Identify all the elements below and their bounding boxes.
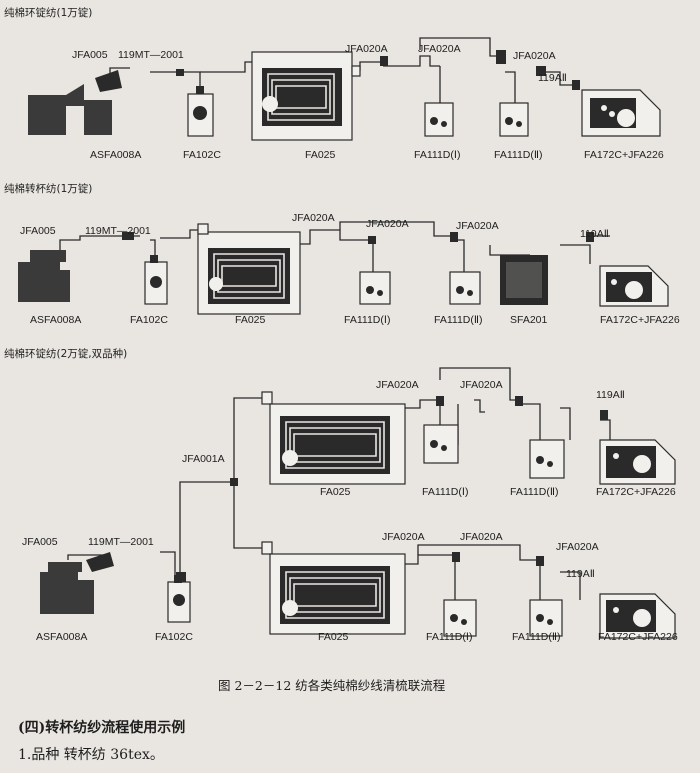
node-label: FA025	[305, 149, 336, 161]
node-label: 119AⅡ	[538, 72, 567, 84]
section-heading: (四)转杯纺纱流程使用示例	[18, 720, 186, 736]
node-label: JFA005	[72, 49, 108, 61]
node-label: FA102C	[130, 314, 168, 326]
node-label: 119AⅡ	[596, 389, 625, 401]
node-label: FA111D(Ⅱ)	[512, 631, 561, 643]
node-label: ASFA008A	[30, 314, 81, 326]
node-label: FA172C+JFA226	[600, 314, 680, 326]
node-label: FA111D(Ⅱ)	[434, 314, 483, 326]
node-label: 119MT—2001	[88, 536, 154, 548]
node-label: JFA001A	[182, 453, 225, 465]
node-label: JFA020A	[376, 379, 419, 391]
section-1-lines	[109, 37, 572, 105]
body-line: 1.品种 转杯纺 36tex。	[18, 747, 164, 763]
node-label: FA111D(Ⅰ)	[426, 631, 472, 643]
node-label: FA172C+JFA226	[596, 486, 676, 498]
node-label: 119MT—2001	[118, 49, 184, 61]
section-3-bottom-labels: FA025 FA111D(Ⅰ) FA111D(Ⅱ) FA172C+JFA226 …	[36, 486, 678, 643]
section-1-top-labels: JFA005 119MT—2001 JFA020A JFA020A JFA020…	[72, 43, 567, 84]
node-label: JFA020A	[345, 43, 388, 55]
figure-caption: 图 2－2－12 纺各类纯棉纱线清梳联流程	[218, 678, 446, 693]
section-title-1: 纯棉环锭纺(1万锭)	[4, 6, 92, 19]
node-label: SFA201	[510, 314, 548, 326]
section-2-machines	[18, 223, 669, 315]
node-label: JFA005	[20, 225, 56, 237]
node-label: JFA020A	[460, 531, 503, 543]
node-label: ASFA008A	[90, 149, 141, 161]
node-label: JFA005	[22, 536, 58, 548]
section-2-lines	[59, 221, 610, 272]
node-label: FA111D(Ⅱ)	[494, 149, 543, 161]
node-label: JFA020A	[418, 43, 461, 55]
node-label: FA111D(Ⅰ)	[414, 149, 460, 161]
node-label: JFA020A	[456, 220, 499, 232]
node-label: JFA020A	[513, 50, 556, 62]
node-label: FA102C	[183, 149, 221, 161]
section-3-top-labels: JFA020A JFA020A 119AⅡ JFA001A JFA005 119…	[22, 379, 625, 580]
section-title-3: 纯棉环锭纺(2万锭,双品种)	[4, 347, 127, 360]
node-label: FA111D(Ⅱ)	[510, 486, 559, 498]
section-1-machines	[28, 50, 661, 141]
node-label: FA172C+JFA226	[598, 631, 678, 643]
node-label: ASFA008A	[36, 631, 87, 643]
section-1-bottom-labels: ASFA008A FA102C FA025 FA111D(Ⅰ) FA111D(Ⅱ…	[90, 149, 664, 161]
node-label: 119MT—2001	[85, 225, 151, 237]
node-label: 119AⅡ	[580, 228, 609, 240]
node-label: FA025	[318, 631, 349, 643]
node-label: JFA020A	[460, 379, 503, 391]
section-title-2: 纯棉转杯纺(1万锭)	[4, 182, 92, 195]
node-label: FA111D(Ⅰ)	[422, 486, 468, 498]
section-3-machines	[40, 391, 676, 639]
node-label: FA025	[320, 486, 351, 498]
node-label: FA102C	[155, 631, 193, 643]
node-label: 119AⅡ	[566, 568, 595, 580]
section-2-top-labels: JFA005 119MT—2001 JFA020A JFA020A JFA020…	[20, 212, 609, 240]
node-label: FA025	[235, 314, 266, 326]
node-label: JFA020A	[556, 541, 599, 553]
node-label: JFA020A	[292, 212, 335, 224]
node-label: JFA020A	[366, 218, 409, 230]
section-2-bottom-labels: ASFA008A FA102C FA025 FA111D(Ⅰ) FA111D(Ⅱ…	[30, 314, 680, 326]
node-label: JFA020A	[382, 531, 425, 543]
node-label: FA111D(Ⅰ)	[344, 314, 390, 326]
node-label: FA172C+JFA226	[584, 149, 664, 161]
